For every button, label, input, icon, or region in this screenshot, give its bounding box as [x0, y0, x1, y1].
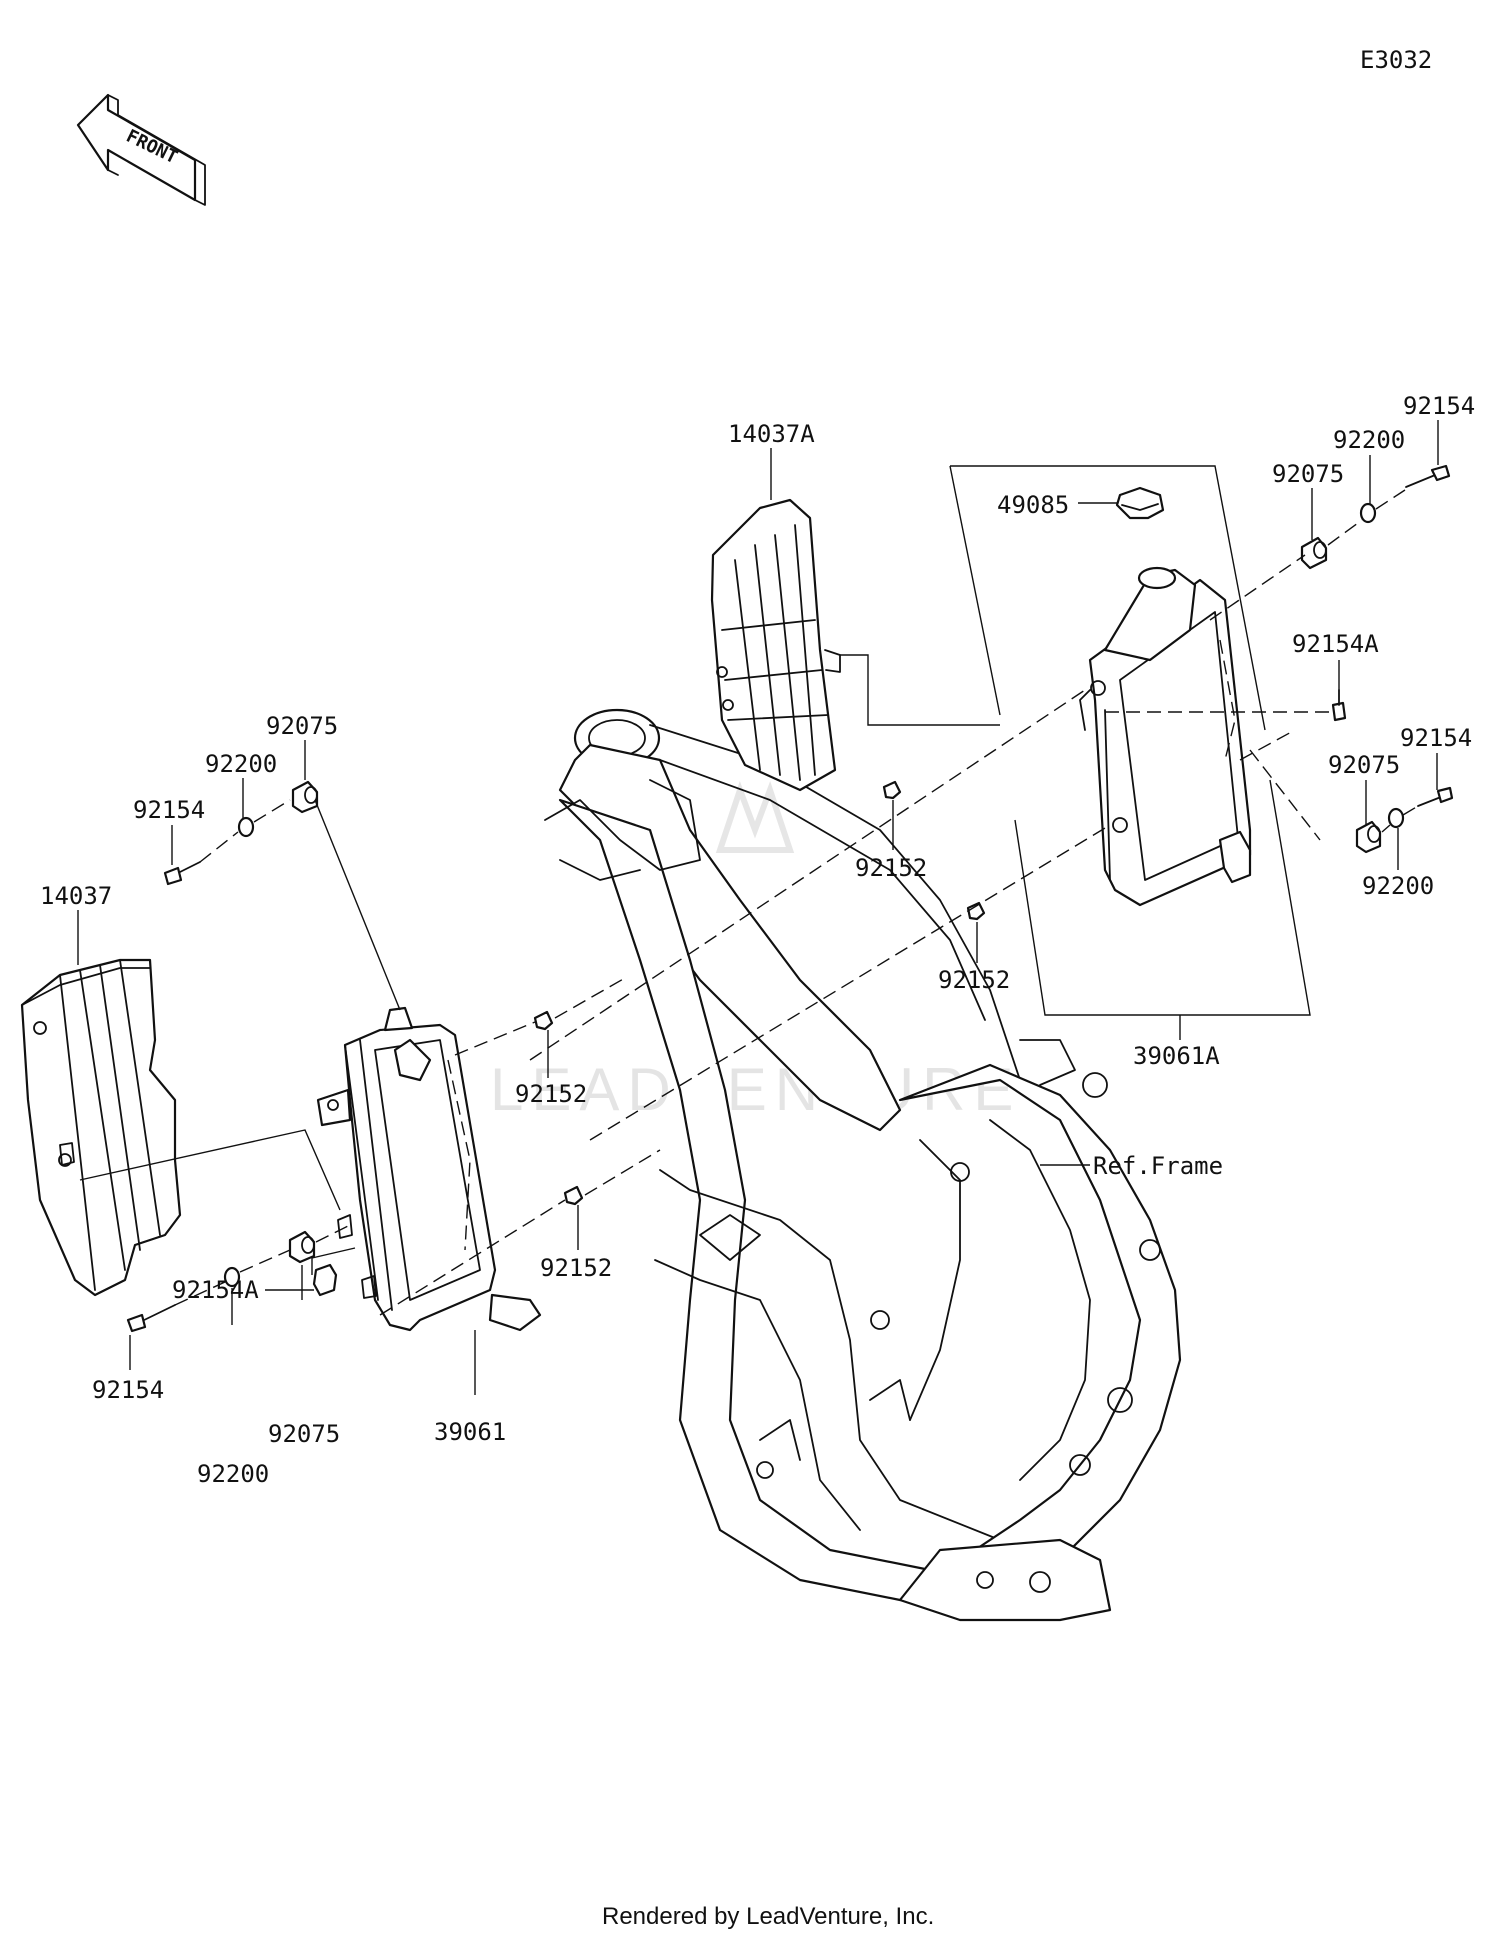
radiator-shroud-14037A	[710, 498, 841, 792]
label-92154-right: 92154	[1400, 724, 1472, 752]
part-labels: 14037A 49085 92075 92200 92154 92154A 92…	[40, 392, 1475, 1488]
motorcycle-frame	[544, 708, 1182, 1622]
label-92200-top-left: 92200	[205, 750, 277, 778]
label-92200-bottom-left: 92200	[197, 1460, 269, 1488]
label-92152-left-1: 92152	[515, 1080, 587, 1108]
label-92075-top-left: 92075	[266, 712, 338, 740]
label-92200-right: 92200	[1362, 872, 1434, 900]
label-49085: 49085	[997, 491, 1069, 519]
radiator-39061	[316, 1006, 542, 1332]
diagram-code: E3032	[1360, 46, 1432, 74]
radiator-shroud-14037	[20, 958, 182, 1297]
label-92075-top-right: 92075	[1272, 460, 1344, 488]
label-92154-top-left: 92154	[133, 796, 205, 824]
leader-lines-right	[529, 420, 1439, 1141]
fasteners-right	[882, 464, 1454, 921]
radiator-39061A	[1079, 566, 1252, 907]
label-14037: 14037	[40, 882, 112, 910]
fasteners-left	[126, 780, 584, 1333]
label-39061A: 39061A	[1133, 1042, 1220, 1070]
label-92200-top-right: 92200	[1333, 426, 1405, 454]
label-92154-top-right: 92154	[1403, 392, 1475, 420]
radiator-cap-49085	[1115, 486, 1165, 520]
front-arrow-icon: FRONT	[76, 93, 206, 206]
label-92152-top-centre: 92152	[855, 854, 927, 882]
label-92154-bottom-left: 92154	[92, 1376, 164, 1404]
label-ref-frame: Ref.Frame	[1093, 1152, 1223, 1180]
leader-lines-left	[77, 740, 661, 1395]
label-39061: 39061	[434, 1418, 506, 1446]
label-92152-left-2: 92152	[540, 1254, 612, 1282]
label-92152-centre: 92152	[938, 966, 1010, 994]
label-92075-right: 92075	[1328, 751, 1400, 779]
label-92075-bottom-left: 92075	[268, 1420, 340, 1448]
label-14037A: 14037A	[728, 420, 815, 448]
label-92154A-left: 92154A	[172, 1276, 259, 1304]
footer-credit: Rendered by LeadVenture, Inc.	[602, 1903, 934, 1930]
label-92154A-right: 92154A	[1292, 630, 1379, 658]
